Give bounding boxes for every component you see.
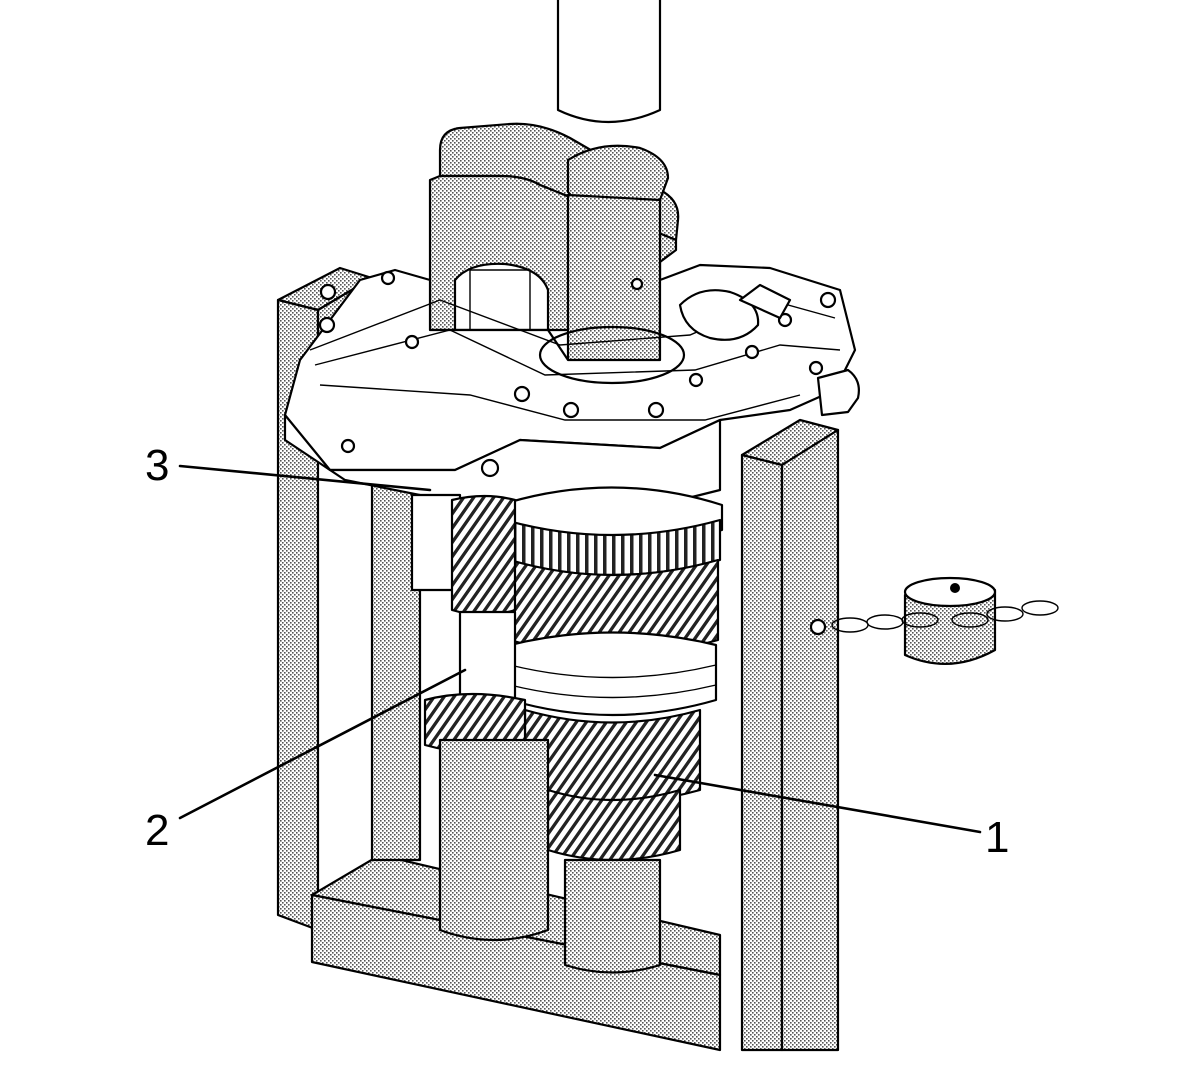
leader-lines	[178, 464, 982, 834]
leader-2	[178, 668, 467, 820]
callout-label-3: 3	[145, 441, 169, 490]
press-adapter-tool	[428, 122, 680, 371]
leader-1	[653, 773, 982, 834]
callout-label-1: 1	[985, 813, 1009, 862]
press-ram	[556, 0, 662, 124]
gear-stack	[498, 486, 724, 862]
leader-3	[178, 464, 432, 492]
transmission-case	[283, 263, 860, 507]
callout-label-2: 2	[145, 806, 169, 855]
countershaft	[410, 493, 662, 974]
chained-pin	[809, 576, 1059, 665]
